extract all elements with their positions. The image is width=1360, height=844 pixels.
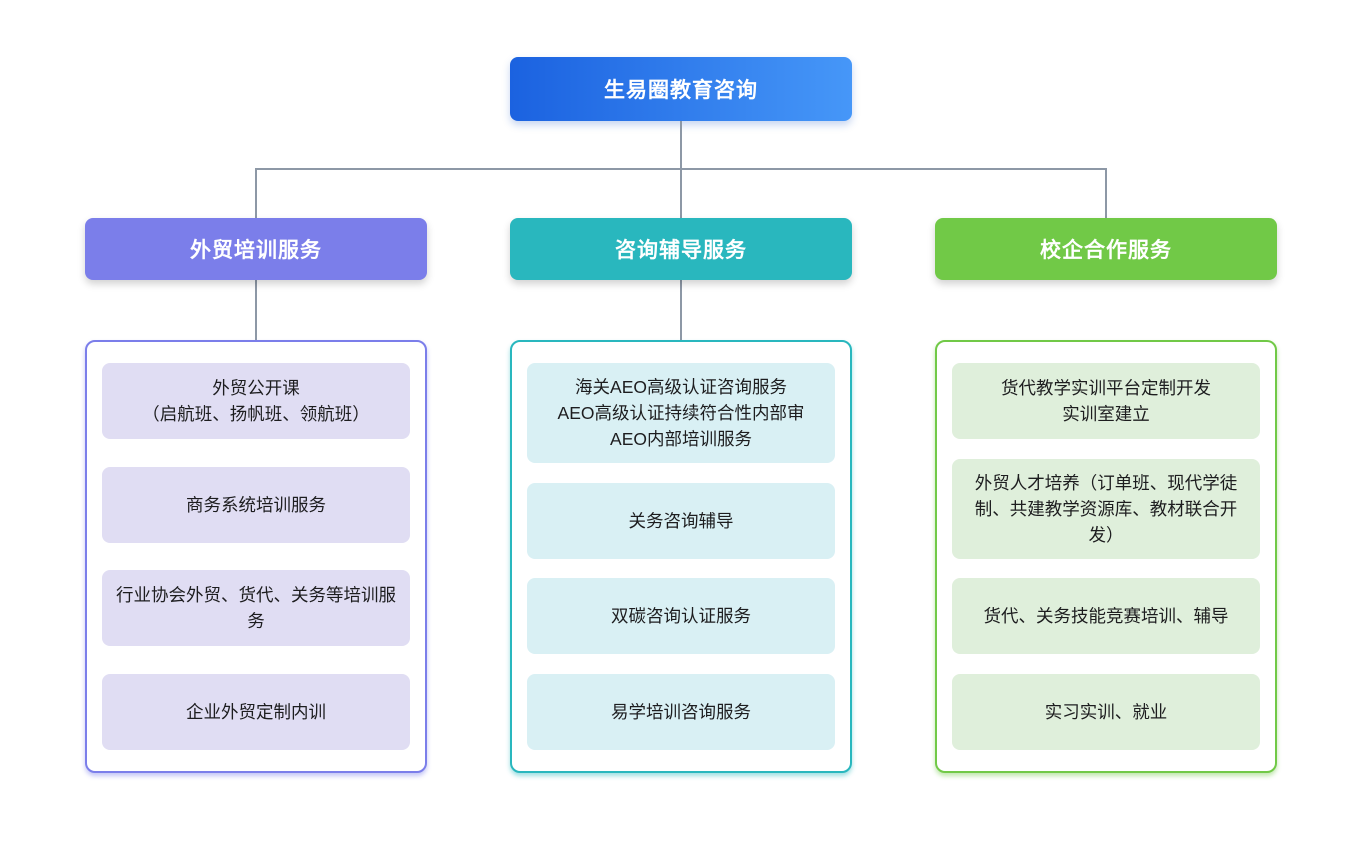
service-item-customs-consulting: 关务咨询辅导 — [527, 482, 835, 559]
service-item-yixue-training: 易学培训咨询服务 — [527, 673, 835, 750]
connector-root-drop — [680, 121, 682, 169]
branch-container-consulting-coaching: 海关AEO高级认证咨询服务 AEO高级认证持续符合性内部审 AEO内部培训服务 … — [510, 340, 852, 773]
connector-header-container-consulting — [680, 280, 682, 340]
service-item-dual-carbon: 双碳咨询认证服务 — [527, 578, 835, 655]
branch-header-school-enterprise: 校企合作服务 — [935, 218, 1277, 280]
service-item-internship-employment: 实习实训、就业 — [952, 673, 1260, 750]
service-item-public-course: 外贸公开课 （启航班、扬帆班、领航班） — [102, 363, 410, 439]
service-item-custom-internal-training: 企业外贸定制内训 — [102, 673, 410, 750]
connector-drop-trade-training — [255, 168, 257, 218]
connector-drop-school-enterprise — [1105, 168, 1107, 218]
branch-header-consulting-coaching: 咨询辅导服务 — [510, 218, 852, 280]
service-item-training-platform: 货代教学实训平台定制开发 实训室建立 — [952, 363, 1260, 439]
service-item-skill-competition: 货代、关务技能竞赛培训、辅导 — [952, 578, 1260, 655]
branch-container-school-enterprise: 货代教学实训平台定制开发 实训室建立 外贸人才培养（订单班、现代学徒制、共建教学… — [935, 340, 1277, 773]
service-item-aeo-certification: 海关AEO高级认证咨询服务 AEO高级认证持续符合性内部审 AEO内部培训服务 — [527, 363, 835, 463]
root-node: 生易圈教育咨询 — [510, 57, 852, 121]
connector-drop-consulting — [680, 168, 682, 218]
branch-header-foreign-trade-training: 外贸培训服务 — [85, 218, 427, 280]
branch-container-foreign-trade-training: 外贸公开课 （启航班、扬帆班、领航班） 商务系统培训服务 行业协会外贸、货代、关… — [85, 340, 427, 773]
service-item-association-training: 行业协会外贸、货代、关务等培训服务 — [102, 570, 410, 647]
connector-header-container-trade-training — [255, 280, 257, 340]
service-item-talent-cultivation: 外贸人才培养（订单班、现代学徒制、共建教学资源库、教材联合开发） — [952, 458, 1260, 559]
service-item-business-system-training: 商务系统培训服务 — [102, 466, 410, 543]
